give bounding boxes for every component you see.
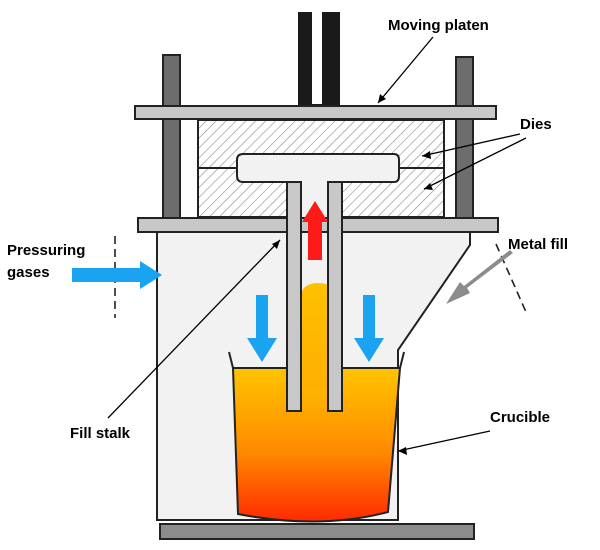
crucible (231, 367, 402, 523)
tie-bars (162, 54, 474, 224)
pressure-arrow-right (354, 295, 384, 362)
base-plate (159, 523, 475, 540)
rising-metal-arrow (302, 201, 328, 260)
moving-platen (134, 105, 497, 120)
label-crucible: Crucible (490, 409, 550, 426)
leader-lines (107, 36, 527, 455)
label-pressuring-gases-line2: gases (7, 264, 50, 281)
label-metal-fill: Metal fill (508, 236, 568, 253)
label-moving-platen: Moving platen (388, 17, 489, 34)
label-fill-stalk: Fill stalk (70, 425, 131, 442)
pressure-arrow-left (247, 295, 277, 362)
gas-inlet (72, 236, 162, 318)
label-dies: Dies (520, 116, 552, 133)
metal-fill-inlet (446, 243, 527, 313)
label-pressuring-gases-line1: Pressuring (7, 242, 85, 259)
piston-rod (298, 12, 340, 108)
fill-stalk (286, 181, 343, 412)
